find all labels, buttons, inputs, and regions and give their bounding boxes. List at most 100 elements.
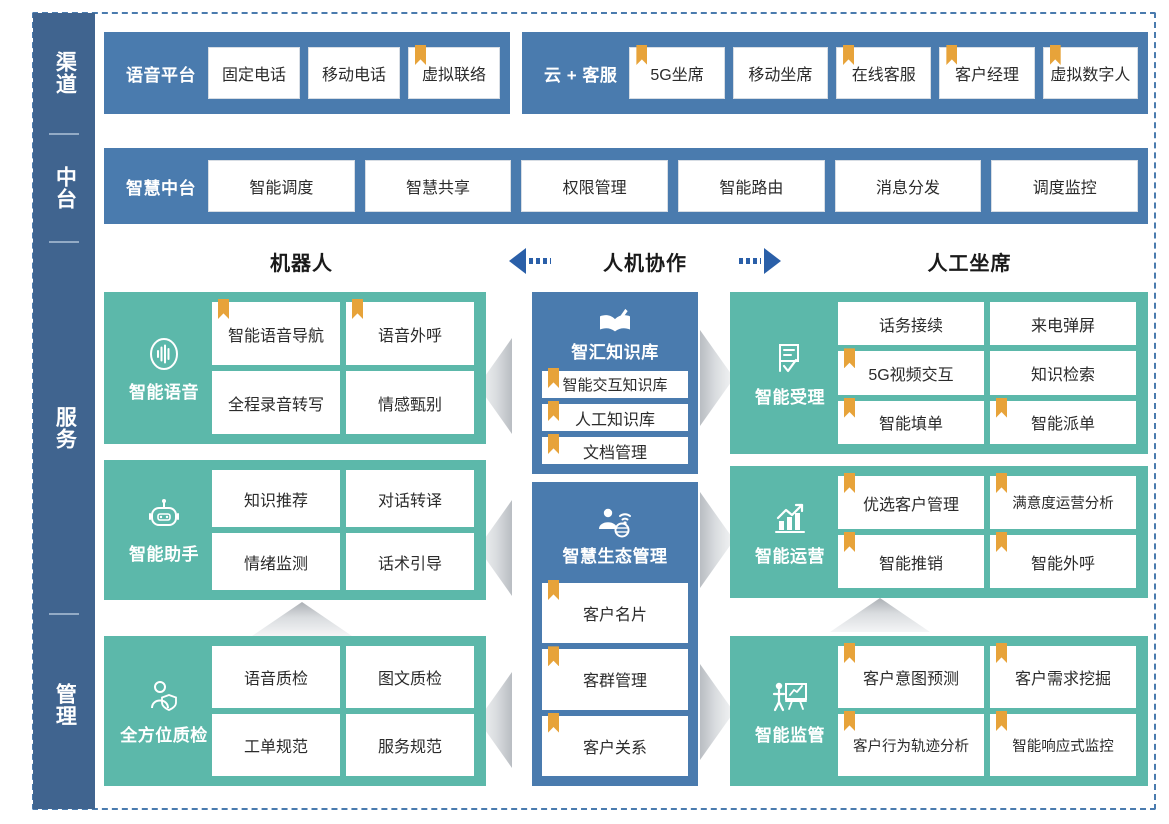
service-item[interactable]: 话术引导 [346,533,474,590]
sidebar-item-midplatform[interactable]: 中台 [33,135,95,241]
arrow-left-icon [509,248,526,274]
center-item[interactable]: 客群管理 [542,649,688,710]
block-title: 智汇知识库 [571,343,659,362]
service-item[interactable]: 智能外呼 [990,535,1136,588]
block-category: 智能运营 [742,498,838,567]
midplatform-item[interactable]: 权限管理 [521,160,669,212]
service-item[interactable]: 5G视频交互 [838,351,984,395]
person-network-icon [599,508,631,538]
arrow-up-icon [252,602,352,636]
block-category: 智能语音 [116,334,212,403]
service-item[interactable]: 智能派单 [990,400,1136,444]
sidebar-item-service[interactable]: 服务 [33,243,95,613]
block-category: 智慧生态管理 [542,490,688,583]
arrow-right-icon [764,248,781,274]
chevron-right-icon [700,492,734,588]
service-item[interactable]: 语音质检 [212,646,340,708]
service-item[interactable]: 工单规范 [212,714,340,776]
service-item[interactable]: 客户意图预测 [838,646,984,708]
block-title: 智慧生态管理 [562,547,668,566]
block-title: 智能运营 [755,546,825,566]
sidebar-label-channel: 渠道 [53,51,77,95]
sidebar-divider [49,241,79,243]
sidebar-item-channel[interactable]: 渠道 [33,13,95,133]
channel-group-title: 云 + 客服 [544,65,618,85]
service-item[interactable]: 知识推荐 [212,470,340,527]
midplatform-item[interactable]: 智能调度 [208,160,355,212]
block-title: 全方位质检 [120,725,208,745]
service-block-quality-inspection: 全方位质检 语音质检 图文质检 工单规范 服务规范 [104,636,486,786]
channel-item[interactable]: 虚拟数字人 [1042,47,1139,99]
block-category: 智汇知识库 [542,300,688,371]
channel-group-voice-platform: 语音平台 固定电话 移动电话 虚拟联络 [104,32,510,114]
block-items: 话务接续 来电弹屏 5G视频交互 知识检索 智能填单 智能派单 [838,302,1136,444]
robot-icon [149,498,179,526]
block-items: 客户名片 客群管理 客户关系 [542,583,688,776]
midplatform-item[interactable]: 智能路由 [678,160,825,212]
center-item[interactable]: 客户关系 [542,715,688,776]
person-shield-icon [151,680,177,711]
block-title: 智能受理 [755,387,825,407]
channel-item[interactable]: 虚拟联络 [408,47,500,99]
service-item[interactable]: 全程录音转写 [212,371,340,434]
header-robot: 机器人 [270,252,333,275]
block-category: 智能受理 [742,339,838,408]
channel-item[interactable]: 移动电话 [308,47,400,99]
midplatform-item[interactable]: 消息分发 [834,160,982,212]
sidebar-divider [49,133,79,135]
layer-sidebar: 渠道 中台 服务 管理 [33,13,95,809]
block-title: 智能语音 [129,382,199,402]
block-items: 智能交互知识库 人工知识库 文档管理 [542,371,688,464]
channel-item[interactable]: 移动坐席 [732,47,829,99]
channel-item[interactable]: 在线客服 [836,47,932,99]
service-block-intelligent-assistant: 智能助手 知识推荐 对话转译 情绪监测 话术引导 [104,460,486,600]
sidebar-item-management[interactable]: 管理 [33,615,95,795]
service-block-intelligent-voice: 智能语音 智能语音导航 语音外呼 全程录音转写 情感甄别 [104,292,486,444]
header-human-agent: 人工坐席 [927,252,1012,275]
service-item[interactable]: 情感甄别 [346,371,474,434]
block-items: 优选客户管理 满意度运营分析 智能推销 智能外呼 [838,476,1136,588]
midplatform-item[interactable]: 调度监控 [991,160,1139,212]
service-item[interactable]: 满意度运营分析 [990,476,1136,529]
center-item[interactable]: 人工知识库 [542,404,688,431]
book-pen-icon [600,308,630,332]
service-item[interactable]: 客户行为轨迹分析 [838,714,984,776]
block-category: 智能助手 [116,496,212,565]
service-item[interactable]: 服务规范 [346,714,474,776]
form-check-icon [779,343,799,372]
block-items: 客户意图预测 客户需求挖掘 客户行为轨迹分析 智能响应式监控 [838,646,1136,776]
service-block-intelligent-operation: 智能运营 优选客户管理 满意度运营分析 智能推销 智能外呼 [730,466,1148,598]
service-item[interactable]: 智能语音导航 [212,302,340,365]
channel-item[interactable]: 5G坐席 [629,47,725,99]
service-item[interactable]: 客户需求挖掘 [990,646,1136,708]
service-item[interactable]: 知识检索 [990,351,1136,395]
service-item[interactable]: 情绪监测 [212,533,340,590]
channel-item[interactable]: 固定电话 [208,47,300,99]
midplatform-title: 智慧中台 [126,178,196,198]
arrow-left-group [499,238,561,284]
sidebar-label-service: 服务 [53,406,77,450]
block-category: 全方位质检 [116,677,212,746]
center-item[interactable]: 客户名片 [542,583,688,644]
center-item[interactable]: 文档管理 [542,437,688,464]
channel-item[interactable]: 客户经理 [939,47,1035,99]
service-item[interactable]: 智能响应式监控 [990,714,1136,776]
service-item[interactable]: 智能推销 [838,535,984,588]
service-item[interactable]: 优选客户管理 [838,476,984,529]
service-item[interactable]: 对话转译 [346,470,474,527]
service-item[interactable]: 图文质检 [346,646,474,708]
sidebar-label-midplatform: 中台 [53,166,77,210]
channel-group-title: 语音平台 [126,65,196,85]
channel-items: 固定电话 移动电话 虚拟联络 [208,47,500,99]
center-item[interactable]: 智能交互知识库 [542,371,688,398]
service-item[interactable]: 来电弹屏 [990,302,1136,346]
midplatform-item[interactable]: 智慧共享 [364,160,512,212]
block-items: 智能语音导航 语音外呼 全程录音转写 情感甄别 [212,302,474,434]
block-items: 知识推荐 对话转译 情绪监测 话术引导 [212,470,474,590]
sidebar-label-management: 管理 [53,683,77,727]
service-item[interactable]: 话务接续 [838,302,984,346]
service-block-intelligent-supervision: 智能监管 客户意图预测 客户需求挖掘 客户行为轨迹分析 智能响应式监控 [730,636,1148,786]
service-item[interactable]: 语音外呼 [346,302,474,365]
block-title: 智能助手 [129,544,199,564]
service-item[interactable]: 智能填单 [838,400,984,444]
